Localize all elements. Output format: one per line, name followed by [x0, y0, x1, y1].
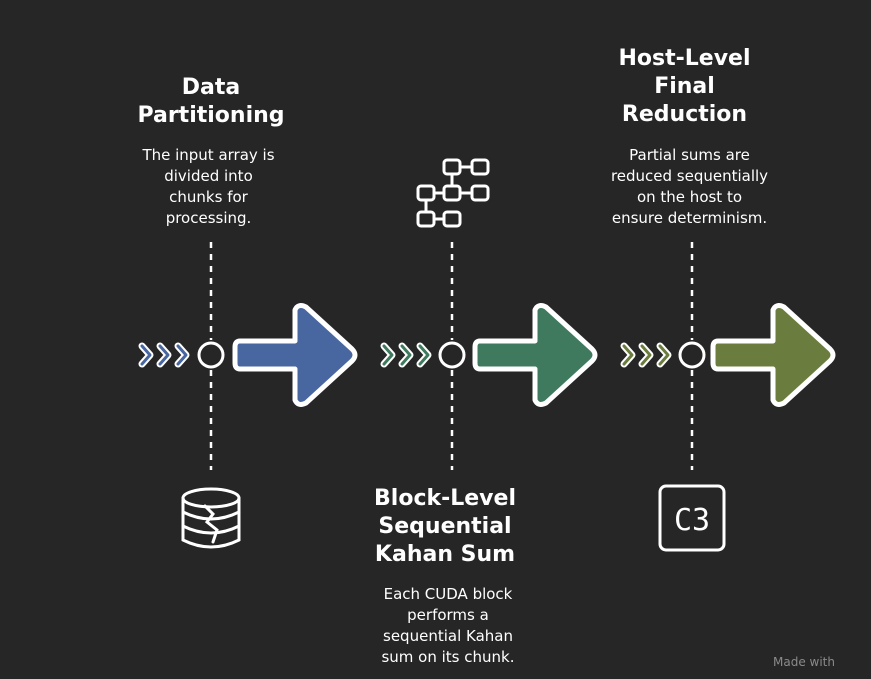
stage-1-flow: [142, 242, 355, 549]
hierarchy-icon: [416, 158, 490, 228]
stage-2-flow: [384, 158, 595, 470]
c3-icon: C3: [658, 484, 726, 552]
stage-2-node: [438, 341, 466, 369]
c3-icon-label: C3: [674, 503, 710, 538]
database-icon: [181, 487, 241, 549]
stage-2-title: Block-Level Sequential Kahan Sum: [374, 486, 516, 567]
stage-2-arrow: [475, 306, 595, 405]
stage-3-arrow: [713, 306, 833, 405]
stage-1-arrow: [235, 306, 355, 405]
stage-3-title: Host-Level Final Reduction: [618, 46, 751, 127]
stage-3-node: [678, 341, 706, 369]
watermark: Made with: [773, 655, 835, 669]
stage-1-node: [197, 341, 225, 369]
stage-1-title: Data Partitioning: [137, 75, 285, 128]
stage-3-flow: C3: [624, 242, 833, 552]
stage-2-description: Each CUDA block performs a sequential Ka…: [381, 585, 515, 666]
stage-1-description: The input array is divided into chunks f…: [142, 146, 275, 227]
stage-3-description: Partial sums are reduced sequentially on…: [610, 146, 769, 227]
